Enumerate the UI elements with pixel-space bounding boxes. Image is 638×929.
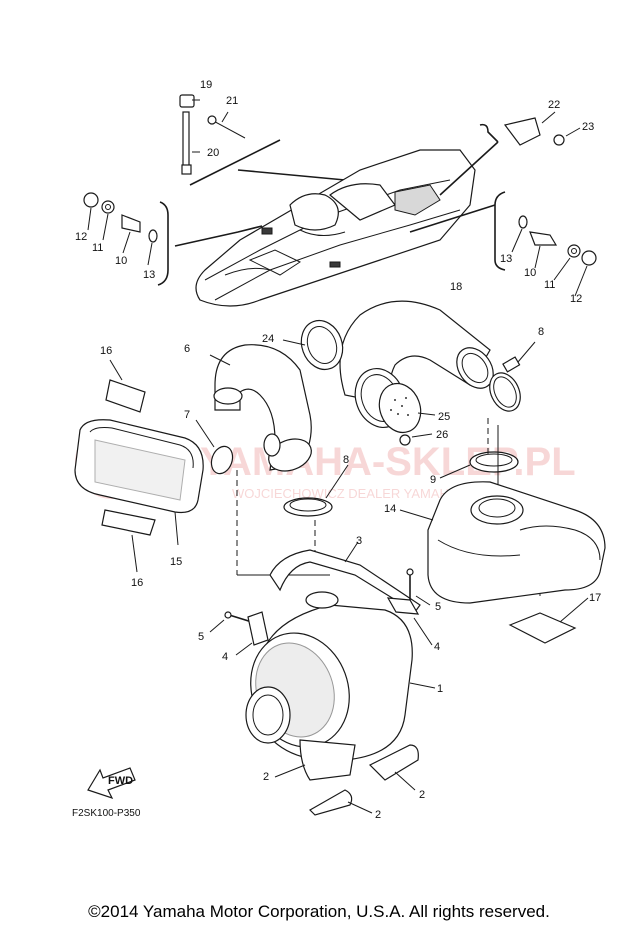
callout-6: 6 xyxy=(184,343,190,355)
callout-21: 21 xyxy=(226,95,238,107)
fitting-group-left xyxy=(83,192,158,266)
callout-19: 19 xyxy=(200,79,212,91)
mat-16-upper xyxy=(105,359,146,413)
callout-8-upper: 8 xyxy=(538,326,544,338)
clamp-8-lower xyxy=(283,464,349,517)
callout-17: 17 xyxy=(589,592,601,604)
mat-2-a xyxy=(274,739,356,781)
bolt-5-left xyxy=(209,611,256,633)
callout-12-right: 12 xyxy=(570,293,582,305)
clamp-8-upper xyxy=(489,341,536,412)
resonator-box-14 xyxy=(399,481,606,604)
callout-labels: 19 21 20 22 23 12 11 10 13 13 10 11 12 1… xyxy=(75,79,601,821)
callout-3: 3 xyxy=(356,535,362,547)
plate-25 xyxy=(354,368,436,434)
callout-18: 18 xyxy=(450,281,462,293)
callout-26: 26 xyxy=(436,429,448,441)
callout-13-left: 13 xyxy=(143,269,155,281)
callout-8-lower: 8 xyxy=(343,454,349,466)
intake-pipe-6 xyxy=(209,344,312,472)
callout-4-left: 4 xyxy=(222,651,228,663)
diagram-code: F2SK100-P350 xyxy=(72,808,141,819)
callout-20: 20 xyxy=(207,147,219,159)
watercraft-outline xyxy=(195,149,476,307)
watermark-sub: WOJCIECHOWICZ DEALER YAMAHA xyxy=(232,486,458,501)
callout-16-lower: 16 xyxy=(131,577,143,589)
bolt-5-right xyxy=(406,568,431,606)
callout-11-left: 11 xyxy=(92,242,103,254)
callout-10-right: 10 xyxy=(524,267,536,279)
callout-4-right: 4 xyxy=(434,641,440,653)
callout-16-upper: 16 xyxy=(100,345,112,357)
muffler-1 xyxy=(245,591,436,762)
callout-12-left: 12 xyxy=(75,231,87,243)
mat-16-lower xyxy=(101,509,156,573)
callout-2-bottom: 2 xyxy=(375,809,381,821)
watermark-main: YAMAHA-SKLEP.PL xyxy=(200,440,576,484)
fwd-label: FWD xyxy=(108,775,133,787)
clamp-9 xyxy=(439,451,519,479)
callout-2-right: 2 xyxy=(419,789,425,801)
callout-25: 25 xyxy=(438,411,450,423)
callout-13-right: 13 xyxy=(500,253,512,265)
callout-5-left: 5 xyxy=(198,631,204,643)
fitting-group-right xyxy=(511,215,597,297)
plate-17 xyxy=(508,597,589,644)
callout-23: 23 xyxy=(582,121,594,133)
callout-9: 9 xyxy=(430,474,436,486)
bracket-4-right xyxy=(386,597,433,646)
copyright-notice: ©2014 Yamaha Motor Corporation, U.S.A. A… xyxy=(88,902,550,921)
callout-7: 7 xyxy=(184,409,190,421)
mat-2-c xyxy=(309,789,373,816)
airbox-15 xyxy=(74,419,204,546)
callout-15: 15 xyxy=(170,556,182,568)
callout-24: 24 xyxy=(262,333,274,345)
clamp-7 xyxy=(195,419,281,475)
callout-14: 14 xyxy=(384,503,396,515)
grommet-26 xyxy=(399,433,433,446)
fwd-arrow-icon: FWD xyxy=(87,767,136,800)
callout-22: 22 xyxy=(548,99,560,111)
bracket-22-23 xyxy=(503,111,581,146)
callout-11-right: 11 xyxy=(544,279,555,291)
cable-tie-assembly xyxy=(179,94,246,175)
callout-10-left: 10 xyxy=(115,255,127,267)
callout-5-right: 5 xyxy=(435,601,441,613)
bracket-4-left xyxy=(235,611,269,656)
mat-2-b xyxy=(368,744,419,791)
callout-2-left: 2 xyxy=(263,771,269,783)
plate-24 xyxy=(282,319,344,371)
callout-1: 1 xyxy=(437,683,443,695)
